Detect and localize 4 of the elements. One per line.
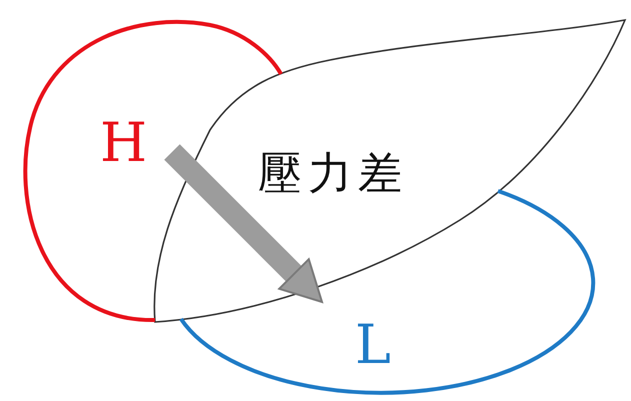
block-arrow — [164, 144, 323, 303]
region-label: L — [355, 318, 391, 372]
region-label: H — [100, 116, 148, 170]
edge-label: 壓力差 — [258, 152, 408, 196]
